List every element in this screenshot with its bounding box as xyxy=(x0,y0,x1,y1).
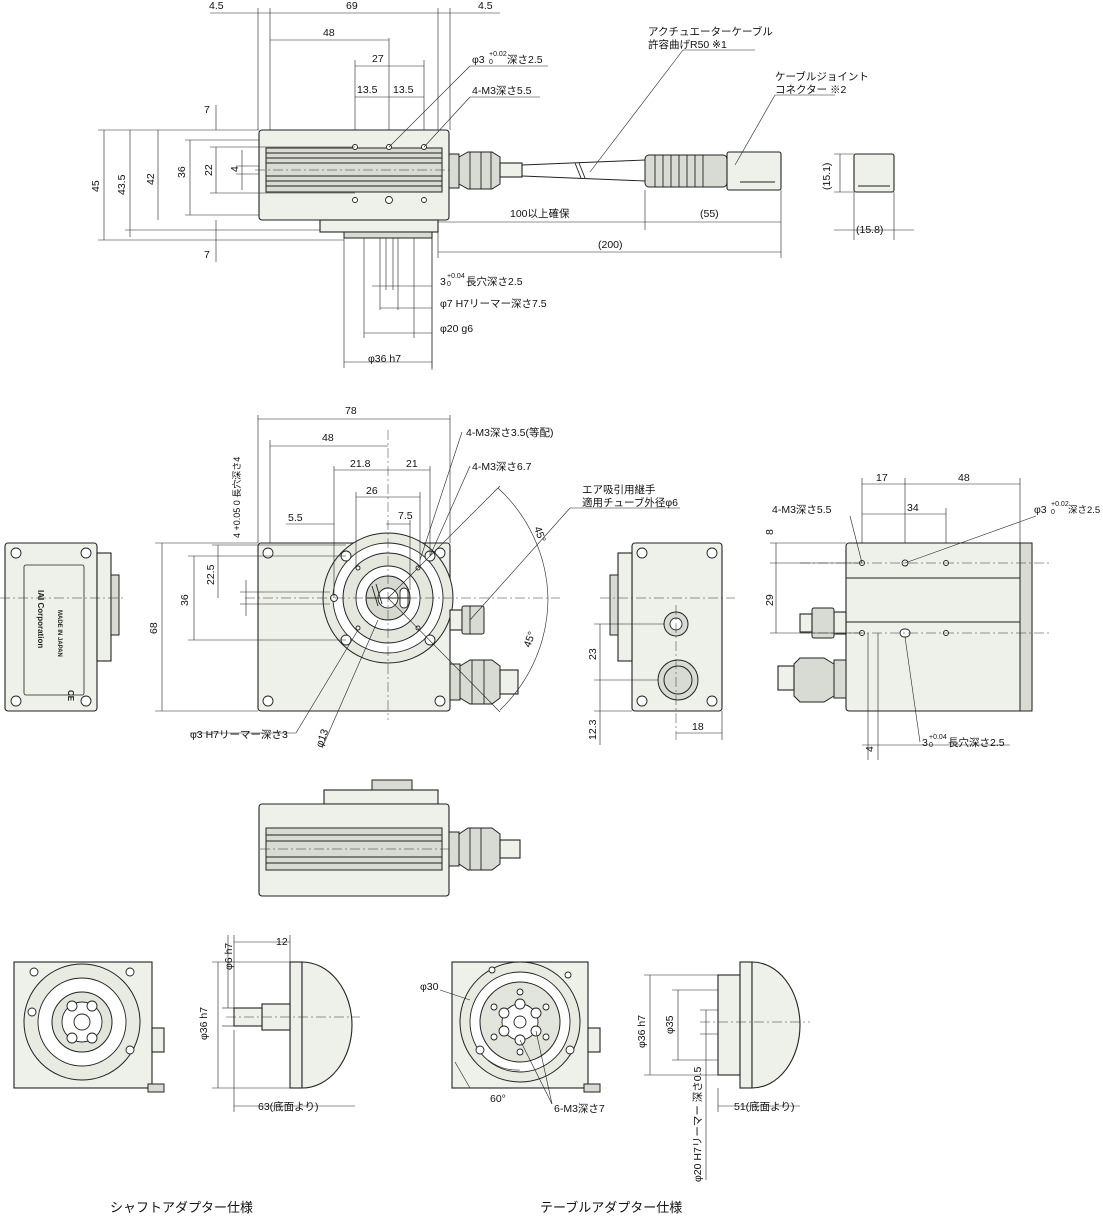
note-slot-tol0: 0 xyxy=(447,281,451,288)
dim-13-5-b: 13.5 xyxy=(393,84,414,96)
label-brand: IAI Corporation xyxy=(36,590,45,648)
side-view: 17 48 34 8 29 4 4-M3深さ5.5 φ3 +0.02 0 深さ2… xyxy=(764,472,1100,760)
note-cable-1: アクチュエーターケーブル xyxy=(648,25,773,38)
label-origin: MADE IN JAPAN xyxy=(56,610,62,657)
note-connector-1: ケーブルジョイント xyxy=(775,70,869,83)
dim-48: 48 xyxy=(323,27,335,39)
back-dim-12-3: 12.3 xyxy=(587,719,599,740)
note-phi3-tol: +0.02 xyxy=(489,51,507,58)
front-dim-36: 36 xyxy=(179,594,191,606)
front-note-reamer3: φ3 H7リーマー深さ3 xyxy=(190,729,288,741)
table-dim-phi20: φ20 H7リーマー 深さ0.5 xyxy=(692,1066,704,1182)
front-dim-45-a: 45° xyxy=(531,525,548,544)
front-note-air-2: 適用チューブ外径φ6 xyxy=(582,496,678,509)
front-dim-phi13: φ13 xyxy=(314,727,332,749)
front-view: 78 48 21.8 21 26 5.5 7.5 22.5 36 68 45° … xyxy=(148,405,680,749)
front-note-m3-67: 4-M3深さ6.7 xyxy=(472,461,532,473)
side-note-slot-tol0: 0 xyxy=(929,742,933,749)
table-dim-phi35: φ35 xyxy=(664,1015,676,1034)
front-note-slot-v: 4 +0.05 0 長穴深さ4 xyxy=(231,457,242,538)
dim-22: 22 xyxy=(203,164,215,176)
side-dim-8: 8 xyxy=(764,529,776,535)
side-note-slot-rest: 長穴深さ2.5 xyxy=(948,736,1005,749)
dim-69: 69 xyxy=(346,0,358,12)
side-note-slot: 3 xyxy=(922,737,928,749)
left-end-view: IAI Corporation MADE IN JAPAN CE xyxy=(0,542,125,712)
side-dim-4: 4 xyxy=(864,746,876,752)
note-phi36: φ36 h7 xyxy=(368,353,401,365)
back-view: 23 12.3 18 xyxy=(587,542,735,745)
side-dim-34: 34 xyxy=(907,502,919,514)
dim-4: 4 xyxy=(229,166,241,172)
front-dim-78: 78 xyxy=(345,405,357,417)
table-dim-phi36: φ36 h7 xyxy=(636,1015,648,1048)
dim-15-1: (15.1) xyxy=(821,163,833,190)
note-phi3-depth: 深さ2.5 xyxy=(507,54,543,66)
dim-7-bottom: 7 xyxy=(204,249,210,261)
front-dim-45-b: 45° xyxy=(522,630,539,649)
side-note-phi3-depth: 深さ2.5 xyxy=(1068,505,1100,516)
front-dim-5-5: 5.5 xyxy=(288,512,303,524)
side-note-phi3-tol0: 0 xyxy=(1051,509,1055,516)
dim-4-5-right: 4.5 xyxy=(478,0,493,12)
side-note-slot-tol: +0.04 xyxy=(929,734,947,741)
dim-4-5-left: 4.5 xyxy=(209,0,224,12)
shaft-dim-63: 63(底面より) xyxy=(258,1100,318,1113)
note-phi3-tol0: 0 xyxy=(489,59,493,66)
side-note-phi3-tol: +0.02 xyxy=(1051,501,1069,508)
note-slot-rest: 長穴深さ2.5 xyxy=(466,275,523,288)
dim-42: 42 xyxy=(145,173,157,185)
front-dim-68: 68 xyxy=(148,622,160,634)
front-dim-7-5: 7.5 xyxy=(398,510,413,522)
note-phi20: φ20 g6 xyxy=(440,323,473,335)
front-dim-48: 48 xyxy=(322,432,334,444)
label-ce: CE xyxy=(66,690,75,702)
dim-27: 27 xyxy=(372,53,384,65)
table-dim-m3: 6-M3深さ7 xyxy=(554,1103,605,1115)
dim-200: (200) xyxy=(598,239,623,251)
front-note-air-1: エア吸引用継手 xyxy=(582,483,656,496)
front-dim-26: 26 xyxy=(366,485,378,497)
dim-55: (55) xyxy=(700,208,719,220)
note-connector-2: コネクター ※2 xyxy=(775,84,846,96)
shaft-adapter: φ6 h7 12 φ36 h7 63(底面より) シャフトアダプター仕様 xyxy=(13,935,360,1215)
shaft-caption: シャフトアダプター仕様 xyxy=(110,1200,253,1215)
front-dim-21-8: 21.8 xyxy=(350,458,371,470)
note-m3-depth: 4-M3深さ5.5 xyxy=(472,85,532,97)
shaft-dim-phi6: φ6 h7 xyxy=(223,943,235,970)
dim-100: 100以上確保 xyxy=(510,207,570,220)
table-adapter: φ30 60° 6-M3深さ7 φ36 h7 φ35 φ20 H7リーマー 深さ… xyxy=(420,961,810,1215)
note-slot-tol: +0.04 xyxy=(447,273,465,280)
dim-13-5-a: 13.5 xyxy=(357,84,378,96)
dim-36: 36 xyxy=(176,166,188,178)
table-dim-phi30: φ30 xyxy=(420,981,439,993)
dim-7-top: 7 xyxy=(204,104,210,116)
table-caption: テーブルアダプター仕様 xyxy=(540,1200,682,1215)
table-dim-60: 60° xyxy=(490,1093,506,1105)
top-view: 4.5 69 4.5 48 27 13.5 13.5 7 7 45 43.5 4… xyxy=(90,0,914,370)
note-cable-2: 許容曲げR50 ※1 xyxy=(648,38,727,51)
note-slot-main: 3 xyxy=(440,276,446,288)
front-dim-22-5: 22.5 xyxy=(205,564,217,585)
dim-45: 45 xyxy=(90,180,102,192)
note-reamer: φ7 H7リーマー深さ7.5 xyxy=(440,298,547,310)
front-note-m3-35: 4-M3深さ3.5(等配) xyxy=(466,426,554,439)
back-dim-23: 23 xyxy=(587,648,599,660)
side-note-m3: 4-M3深さ5.5 xyxy=(772,504,832,516)
side-dim-29: 29 xyxy=(764,594,776,606)
dim-43-5: 43.5 xyxy=(116,174,128,195)
front-dim-21: 21 xyxy=(406,458,418,470)
table-dim-51: 51(底面より) xyxy=(734,1100,794,1113)
bottom-view xyxy=(258,779,521,897)
shaft-dim-12: 12 xyxy=(276,936,288,948)
side-dim-17: 17 xyxy=(876,472,888,484)
note-phi3: φ3 xyxy=(472,54,485,66)
side-dim-48: 48 xyxy=(958,472,970,484)
dim-15-8: (15.8) xyxy=(856,224,883,236)
shaft-dim-phi36: φ36 h7 xyxy=(198,1007,210,1040)
back-dim-18: 18 xyxy=(692,721,704,733)
side-note-phi3: φ3 xyxy=(1034,504,1047,516)
